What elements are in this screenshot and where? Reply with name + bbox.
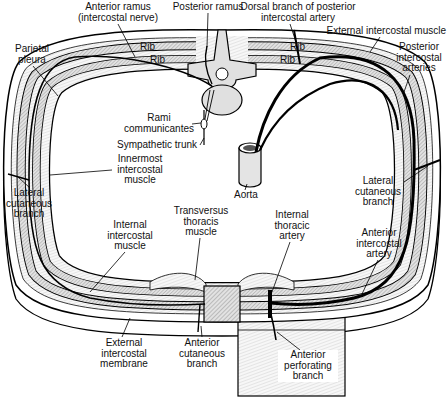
wall-layer-line	[238, 330, 345, 331]
anatomy-label: Dorsal branch of posterior intercostal a…	[236, 2, 360, 23]
parietal-pleura	[49, 69, 394, 282]
leader-line	[50, 170, 112, 175]
vertebral-arch	[188, 30, 256, 89]
leader-line	[404, 166, 428, 182]
leader-line	[362, 260, 378, 294]
anatomy-label: External intercostal muscle	[316, 26, 446, 37]
transversus-muscle	[150, 273, 206, 292]
anatomy-label: Lateral cutaneous branch	[4, 188, 54, 220]
anatomy-label: Rib	[280, 55, 302, 66]
skin-outline	[4, 30, 441, 322]
leader-line	[201, 326, 202, 337]
anterior-cutaneous-nerve	[198, 304, 200, 332]
leader-line	[207, 13, 208, 47]
anatomy-label: Anterior ramus (intercostal nerve)	[72, 2, 164, 23]
anatomy-label: Rami communicantes	[122, 113, 196, 134]
anatomy-label: Aorta	[234, 190, 268, 201]
leader-line	[277, 332, 300, 350]
leader-line	[272, 242, 290, 292]
leader-line	[90, 252, 125, 292]
rib-band	[21, 46, 423, 306]
leader-line	[18, 177, 30, 188]
leader-line	[33, 66, 58, 96]
transversus-muscle	[238, 273, 294, 292]
anatomy-label: Internal intercostal muscle	[102, 220, 158, 252]
leader-line	[200, 138, 204, 145]
sternum	[204, 286, 240, 322]
anatomy-label: Anterior cutaneous branch	[176, 338, 228, 370]
anatomy-label: External intercostal membrane	[96, 338, 152, 370]
anatomy-label: Rib	[140, 42, 162, 53]
ganglion	[201, 119, 207, 129]
intercostal-artery	[260, 81, 398, 150]
rib-outline	[21, 46, 423, 306]
leader-line	[195, 238, 200, 280]
leader-line	[370, 37, 380, 52]
intercostal-nerve	[29, 56, 212, 305]
leader-line	[290, 24, 296, 42]
anatomy-label: Anterior intercostal artery	[352, 228, 406, 260]
leader-line	[122, 318, 130, 337]
anatomy-label: Sympathetic trunk	[112, 140, 202, 151]
anatomy-label: Internal thoracic artery	[266, 210, 318, 242]
anatomy-label: Rib	[150, 55, 172, 66]
anatomy-label: Posterior ramus	[166, 2, 250, 13]
anatomy-label: Innermost intercostal muscle	[112, 154, 168, 186]
intercostal-artery	[256, 57, 414, 305]
intercostal-muscle-layer	[11, 38, 432, 314]
body-slab	[4, 44, 441, 336]
posterior-ramus-nerve	[205, 46, 212, 84]
perforating-branch	[270, 310, 276, 340]
anatomy-label: Anterior perforating branch	[278, 350, 338, 382]
aorta-wall	[239, 148, 261, 187]
leader-line	[118, 24, 135, 57]
anatomy-label: Posterior intercostal arteries	[392, 42, 446, 74]
anatomy-label: Rib	[290, 42, 312, 53]
spinal-canal	[216, 68, 228, 80]
rib-band	[36, 59, 407, 293]
rib-outline	[36, 59, 407, 293]
lateral-cutaneous-artery	[414, 160, 440, 170]
leader-line	[404, 75, 410, 92]
anatomy-label: Lateral cutaneous branch	[352, 176, 404, 208]
anatomy-label: Transversus thoracis muscle	[170, 206, 232, 238]
rami-communicantes	[205, 90, 214, 121]
anatomy-label: Parietal pleura	[8, 44, 56, 65]
